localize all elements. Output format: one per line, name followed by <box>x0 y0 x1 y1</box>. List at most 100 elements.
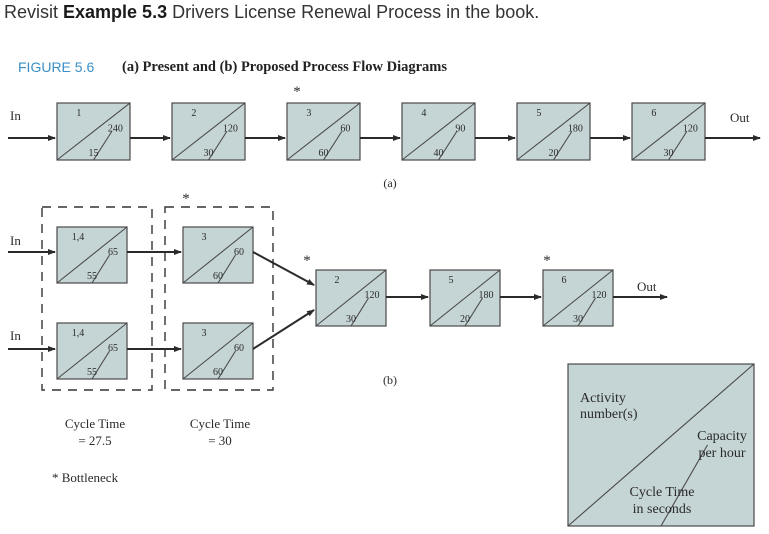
figure-title: (a) Present and (b) Proposed Process Flo… <box>122 59 448 75</box>
present-in-label: In <box>10 108 21 123</box>
present-caption: (a) <box>383 176 396 190</box>
proposed-station-b2: 3 60 60 <box>182 322 254 380</box>
cycle-time-a-label: Cycle Time <box>65 416 126 431</box>
present-station-3: 3 60 60 <box>286 102 361 161</box>
box-subdivider <box>668 131 688 161</box>
cycle-time-a-value: = 27.5 <box>78 433 111 448</box>
cycle-time-value: 55 <box>87 367 97 378</box>
proposed-in-label-1: In <box>10 233 21 248</box>
box-subdivider <box>91 350 110 380</box>
activity-number: 1,4 <box>72 328 85 339</box>
cycle-time-value: 30 <box>204 148 214 159</box>
activity-number: 1 <box>76 108 81 119</box>
box-diagonal <box>56 322 128 380</box>
present-station-6: 6 120 30 <box>631 102 706 161</box>
box-diagonal <box>171 102 246 161</box>
intro-suffix: Drivers License Renewal Process in the b… <box>167 2 540 22</box>
legend-capacity-line2: per hour <box>698 446 745 461</box>
cycle-time-value: 15 <box>89 148 99 159</box>
cycle-time-value: 60 <box>213 271 223 282</box>
proposed-caption: (b) <box>383 373 397 387</box>
box-subdivider <box>577 297 596 327</box>
proposed-bottleneck-mark-2: * <box>303 253 311 269</box>
capacity-value: 60 <box>234 343 244 354</box>
proposed-chain-station-5: 5 180 20 <box>429 269 501 327</box>
capacity-value: 65 <box>108 343 118 354</box>
box-subdivider <box>91 254 110 284</box>
present-out-label: Out <box>730 110 750 125</box>
activity-number: 6 <box>651 108 656 119</box>
capacity-value: 180 <box>479 290 494 301</box>
parallel-group-b <box>164 206 274 391</box>
cycle-time-value: 55 <box>87 271 97 282</box>
capacity-value: 60 <box>234 247 244 258</box>
capacity-value: 240 <box>108 124 123 135</box>
cycle-time-b-value: = 30 <box>208 433 232 448</box>
activity-number: 5 <box>449 275 454 286</box>
figure-label: FIGURE 5.6 <box>18 59 95 75</box>
box-diagonal <box>286 102 361 161</box>
legend: * BottleneckActivitynumber(s)Capacityper… <box>52 363 755 527</box>
box-diagonal <box>401 102 476 161</box>
activity-number: 3 <box>306 108 311 119</box>
proposed-chain-station-2: 2 120 30 <box>315 269 387 327</box>
merge-arrow-top <box>252 251 315 286</box>
activity-number: 6 <box>562 275 567 286</box>
activity-number: 4 <box>421 108 426 119</box>
proposed-bottleneck-mark-b: * <box>182 191 190 207</box>
proposed-station-a2: 1,4 65 55 <box>56 322 128 380</box>
cycle-time-value: 20 <box>549 148 559 159</box>
cycle-time-value: 60 <box>213 367 223 378</box>
cycle-time-value: 30 <box>346 314 356 325</box>
box-subdivider <box>93 131 113 161</box>
box-diagonal <box>429 269 501 327</box>
legend-diagonal <box>567 363 755 527</box>
capacity-value: 120 <box>365 290 380 301</box>
legend-activity-line2: number(s) <box>580 407 638 422</box>
box-subdivider <box>217 350 236 380</box>
present-station-2: 2 120 30 <box>171 102 246 161</box>
box-diagonal <box>182 322 254 380</box>
present-station-5: 5 180 20 <box>516 102 591 161</box>
capacity-value: 120 <box>683 124 698 135</box>
proposed-flow: InIn1,46555360601,4655536060***212030518… <box>8 191 668 448</box>
activity-number: 1,4 <box>72 232 85 243</box>
legend-cycle-line2: in seconds <box>633 502 692 517</box>
activity-number: 3 <box>202 328 207 339</box>
capacity-value: 60 <box>340 124 350 135</box>
box-diagonal <box>631 102 706 161</box>
box-diagonal <box>542 269 614 327</box>
cycle-time-value: 60 <box>319 148 329 159</box>
cycle-time-value: 40 <box>434 148 444 159</box>
activity-number: 3 <box>202 232 207 243</box>
box-subdivider <box>217 254 236 284</box>
box-diagonal <box>516 102 591 161</box>
box-subdivider <box>208 131 228 161</box>
merge-arrow-bottom <box>252 309 315 350</box>
activity-number: 5 <box>536 108 541 119</box>
box-subdivider <box>553 131 573 161</box>
activity-number: 2 <box>335 275 340 286</box>
intro-example-ref: Example 5.3 <box>63 2 168 22</box>
capacity-value: 120 <box>223 124 238 135</box>
capacity-value: 180 <box>568 124 583 135</box>
cycle-time-value: 30 <box>664 148 674 159</box>
box-subdivider <box>323 131 343 161</box>
legend-subdivider <box>660 444 708 527</box>
activity-number: 2 <box>191 108 196 119</box>
present-station-1: 1 240 15 <box>56 102 131 161</box>
cycle-time-b-label: Cycle Time <box>190 416 251 431</box>
parallel-group-a <box>41 206 153 391</box>
cycle-time-value: 20 <box>460 314 470 325</box>
box-diagonal <box>182 226 254 284</box>
legend-capacity-line1: Capacity <box>697 429 747 444</box>
intro-prefix: Revisit <box>4 2 64 22</box>
present-bottleneck-mark: * <box>293 84 301 100</box>
box-subdivider <box>438 131 458 161</box>
box-diagonal <box>56 226 128 284</box>
